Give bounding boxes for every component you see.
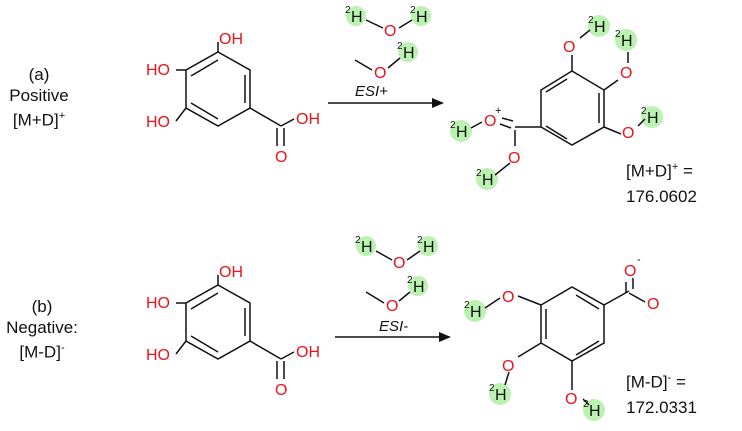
product-b-o-left: O [502, 289, 514, 306]
water-b1-d2-mass: 2 [417, 235, 423, 246]
product-a-o-top: O [563, 39, 575, 56]
panel-b-letter: (b) [31, 297, 53, 316]
product-a-d-acid-mass: 2 [476, 168, 482, 179]
water-a1-d1-mass: 2 [345, 5, 351, 16]
water-b2-d-symbol: H [413, 279, 425, 296]
water-a1-d2-mass: 2 [410, 5, 416, 16]
water-b1-d1-mass: 2 [355, 235, 361, 246]
reactant-a-carbonyl-o: O [275, 149, 287, 166]
panel-b-reactant [175, 275, 295, 379]
reactant-b-oh-top: OH [219, 264, 243, 281]
reactant-a-oh-mid: HO [146, 62, 170, 79]
reactant-a-oh-top: OH [219, 31, 243, 48]
product-b-d-left-mass: 2 [464, 300, 470, 311]
product-b-d-left-symbol: H [470, 304, 482, 321]
water-b1-d1-symbol: H [361, 239, 373, 256]
panel-a-mass: 176.0602 [626, 186, 697, 206]
product-a-d-acid-symbol: H [482, 172, 494, 189]
water-a1-d2-symbol: H [416, 9, 428, 26]
product-a-o-acid: O [508, 150, 520, 167]
panel-b-result: [M-D]- = 172.0331 [626, 368, 697, 418]
product-b-d-low-symbol: H [495, 387, 507, 404]
product-b-o-bottom: O [565, 391, 577, 408]
product-b-d-bottom-mass: 2 [583, 399, 589, 410]
panel-b-arrow-label: ESI- [379, 318, 408, 335]
panel-b-mode: Negative: [6, 318, 78, 337]
reactant-b-carbonyl-o: O [275, 382, 287, 399]
panel-a-water-2: O 2 H [354, 41, 418, 82]
panel-a-arrow-label: ESI+ [355, 83, 388, 100]
product-a-d-top-mass: 2 [588, 15, 594, 26]
water-b2-d-mass: 2 [407, 275, 413, 286]
product-b-carboxylate-o: O [647, 296, 659, 313]
panel-b-mass: 172.0331 [626, 397, 697, 417]
product-a-d-plus-mass: 2 [450, 120, 456, 131]
water-a2-d-symbol: H [403, 45, 415, 62]
panel-b-result-ion: [M-D]- = [626, 372, 686, 392]
panel-a-result-ion: [M+D]+ = [626, 161, 693, 181]
reactant-b-oh-mid: HO [146, 295, 170, 312]
product-a-d-top-symbol: H [594, 19, 606, 36]
product-b-d-low-mass: 2 [489, 383, 495, 394]
product-a-o-mid: O [620, 65, 632, 82]
panel-b-label: (b) Negative: [M-D]- [4, 296, 80, 363]
product-a-plus-charge: + [495, 105, 501, 117]
product-b-carbonyl-o: O [624, 263, 636, 280]
panel-b-water-1: 2 H O 2 H [355, 235, 438, 272]
reactant-a-cooh-oh: OH [296, 111, 320, 128]
product-a-d-low-symbol: H [647, 110, 659, 127]
panel-b-water-2: O 2 H [365, 275, 428, 315]
water-b1-oxygen: O [393, 255, 405, 272]
reactant-a-oh-low: HO [146, 114, 170, 131]
water-a1-oxygen: O [384, 23, 396, 40]
water-a2-oxygen: O [374, 65, 386, 82]
product-a-d-mid-symbol: H [621, 33, 633, 50]
product-a-o-low: O [622, 125, 634, 142]
panel-a-ion: [M+D]+ [12, 110, 66, 130]
panel-a-product: O 2 H 2 H O O 2 H O + 2 H O 2 H [450, 15, 663, 190]
water-a1-d1-symbol: H [351, 9, 363, 26]
product-b-o-low: O [502, 358, 514, 375]
product-a-o-plus: O [484, 113, 496, 130]
panel-a-water-1: 2 H O 2 H [345, 5, 431, 40]
panel-a-reactant [175, 42, 295, 146]
product-a-d-plus-symbol: H [456, 124, 468, 141]
panel-a-letter: (a) [28, 65, 50, 84]
panel-b-product: O - O O 2 H O 2 H O 2 H [464, 254, 659, 421]
reactant-b-oh-low: HO [146, 347, 170, 364]
product-b-minus-charge: - [637, 254, 641, 266]
reactant-b-cooh-oh: OH [296, 344, 320, 361]
product-a-d-low-mass: 2 [641, 106, 647, 117]
water-a2-d-mass: 2 [397, 41, 403, 52]
panel-a-result: [M+D]+ = 176.0602 [626, 157, 697, 207]
panel-a-mode: Positive [9, 86, 69, 105]
panel-a-label: (a) Positive [M+D]+ [4, 64, 74, 131]
panel-b-ion: [M-D]- [19, 342, 65, 362]
product-a-d-mid-mass: 2 [615, 29, 621, 40]
product-b-d-bottom-symbol: H [589, 403, 601, 420]
water-b1-d2-symbol: H [423, 239, 435, 256]
water-b2-oxygen: O [386, 298, 398, 315]
